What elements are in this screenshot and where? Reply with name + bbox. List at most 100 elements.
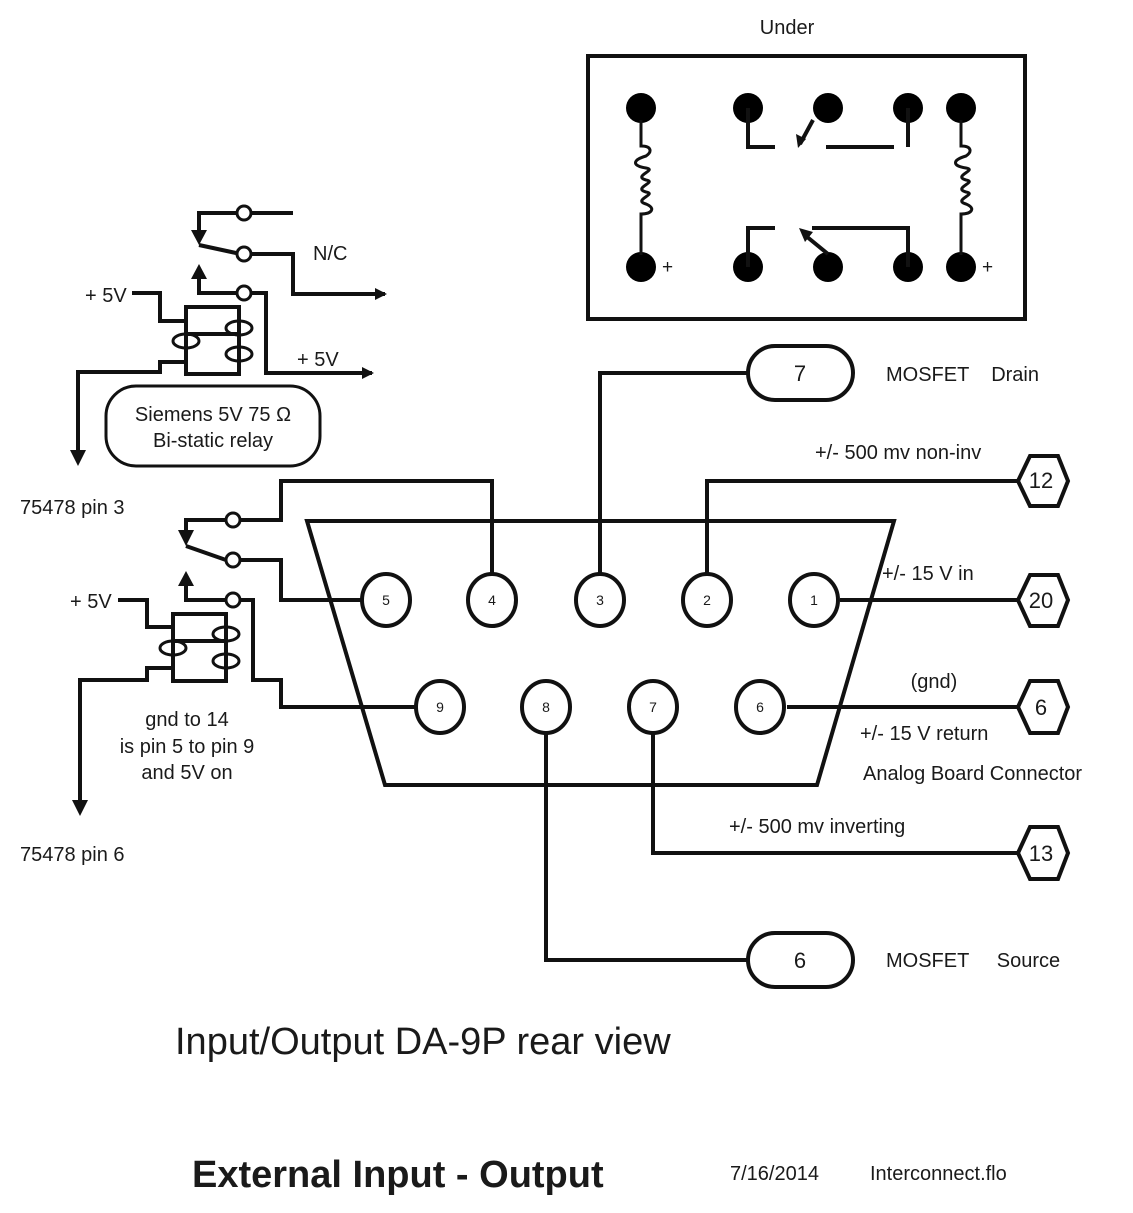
- switch-arrow-up-icon: [191, 264, 207, 279]
- wire-to-pin5: [240, 558, 362, 602]
- nc-label: N/C: [313, 243, 347, 265]
- relay-lower: + 5V gnd to 14 is pin 5 to pin 9 and 5V …: [20, 479, 494, 866]
- terminal-number: 6: [1035, 695, 1047, 720]
- contact-terminal: [224, 551, 242, 569]
- coil-plus-right: +: [982, 257, 993, 278]
- pin-9[interactable]: 9: [414, 679, 466, 735]
- wire-pin2-noninv: [705, 479, 1018, 580]
- wire: [197, 279, 237, 295]
- contact-wire: [746, 226, 775, 267]
- connector-shell: [304, 519, 897, 787]
- relay-coil-body: [184, 305, 241, 376]
- pad: [626, 93, 656, 123]
- terminal-label: +/- 500 mv non-inv: [815, 442, 981, 464]
- pin-number: 5: [382, 592, 390, 608]
- wire: [197, 211, 236, 241]
- driver-pin6-label: 75478 pin 6: [20, 844, 125, 866]
- pin-7[interactable]: 7: [627, 679, 679, 735]
- terminal-label: +/- 500 mv inverting: [729, 816, 905, 838]
- terminal-number: 13: [1029, 841, 1053, 866]
- switch-arm: [198, 243, 237, 255]
- pin-circle: [520, 679, 572, 735]
- wire: [184, 586, 226, 602]
- part-label-line1: Siemens 5V 75 Ω: [135, 404, 291, 426]
- switch-arrow-down-icon: [178, 530, 194, 546]
- pin-number: 2: [703, 592, 711, 608]
- terminal-number: 6: [794, 948, 806, 973]
- wire-to-pin9: [240, 598, 415, 709]
- date-label: 7/16/2014: [730, 1163, 819, 1185]
- terminal-15v-in: +/- 15 V in 20: [882, 563, 1071, 628]
- terminal-gnd: (gnd) 6 +/- 15 V return Analog Board Con…: [860, 671, 1082, 785]
- pin-6[interactable]: 6: [734, 679, 786, 735]
- terminal-label: MOSFET Source: [886, 950, 1060, 972]
- coil-left-icon: [634, 120, 654, 255]
- arrow-down-icon: [72, 800, 88, 816]
- pin-number: 7: [649, 699, 657, 715]
- contact-wire: [812, 226, 910, 267]
- terminal-label: +/- 15 V in: [882, 563, 974, 585]
- pin-number: 6: [756, 699, 764, 715]
- pin-circle: [414, 679, 466, 735]
- pin-8[interactable]: 8: [520, 679, 572, 735]
- relay-upper: N/C + 5V + 5V Siemens 5V 75 Ω Bi-static …: [20, 204, 387, 519]
- terminal-pill: [746, 344, 855, 402]
- switch-arrow-up-icon: [178, 571, 194, 586]
- pin-circle: [574, 572, 626, 628]
- pin-circle: [627, 679, 679, 735]
- vplus-out-label: + 5V: [297, 349, 339, 371]
- wire-pin8-source: [544, 731, 748, 962]
- terminal-label-bottom: +/- 15 V return: [860, 723, 988, 745]
- coil-loop-icon: [171, 332, 201, 350]
- vplus-coil-label: + 5V: [85, 285, 127, 307]
- terminal-inverting: +/- 500 mv inverting 13: [729, 816, 1071, 881]
- contact-terminal: [235, 284, 253, 302]
- terminal-mosfet-source: 6 MOSFET Source: [746, 931, 1060, 989]
- part-label-line2: Bi-static relay: [153, 430, 273, 452]
- pin-number: 9: [436, 699, 444, 715]
- pin-1[interactable]: 1: [788, 572, 840, 628]
- coil-loop-icon: [224, 319, 254, 337]
- wire-to-pin4: [240, 479, 494, 580]
- pin-circle: [681, 572, 733, 628]
- terminal-label: MOSFET Drain: [886, 364, 1039, 386]
- terminal-number: 7: [794, 361, 806, 386]
- terminal-hexagon: [1015, 679, 1071, 735]
- coil-loop-icon: [211, 625, 241, 643]
- pin-number: 1: [810, 592, 818, 608]
- page-title: External Input - Output: [192, 1154, 604, 1196]
- switch-arrow-icon: [796, 134, 806, 148]
- pin-2[interactable]: 2: [681, 572, 733, 628]
- pad: [626, 252, 656, 282]
- pin-4[interactable]: 4: [466, 572, 518, 628]
- terminal-hexagon: [1015, 825, 1071, 881]
- coil-wire: [78, 639, 226, 810]
- analog-board-label: Analog Board Connector: [863, 763, 1082, 785]
- wire-pin3-drain: [598, 371, 748, 580]
- pin-number: 8: [542, 699, 550, 715]
- switch-arrow-icon: [799, 228, 813, 242]
- arrow-down-icon: [70, 450, 86, 466]
- coil-loop-icon: [158, 639, 188, 657]
- switch-arm: [185, 544, 227, 562]
- under-title: Under: [760, 17, 815, 39]
- vplus-coil-label: + 5V: [70, 591, 112, 613]
- pin-5[interactable]: 5: [360, 572, 412, 628]
- coil-loop-icon: [211, 652, 241, 670]
- pin-3[interactable]: 3: [574, 572, 626, 628]
- pad: [946, 252, 976, 282]
- terminal-hexagon: [1015, 454, 1071, 508]
- terminal-hexagon: [1015, 573, 1071, 628]
- contact-wire: [746, 108, 775, 149]
- relay-outline: [586, 54, 1027, 321]
- pin-number: 3: [596, 592, 604, 608]
- terminal-non-inv: +/- 500 mv non-inv 12: [815, 442, 1071, 508]
- relay-part-box: [104, 384, 322, 468]
- relay-under-view: Under + +: [586, 17, 1027, 321]
- switch-arm: [804, 234, 830, 256]
- note-line2: is pin 5 to pin 9: [120, 736, 255, 758]
- terminal-pill: [746, 931, 855, 989]
- coil-loop-icon: [224, 345, 254, 363]
- coil-wire: [118, 598, 173, 629]
